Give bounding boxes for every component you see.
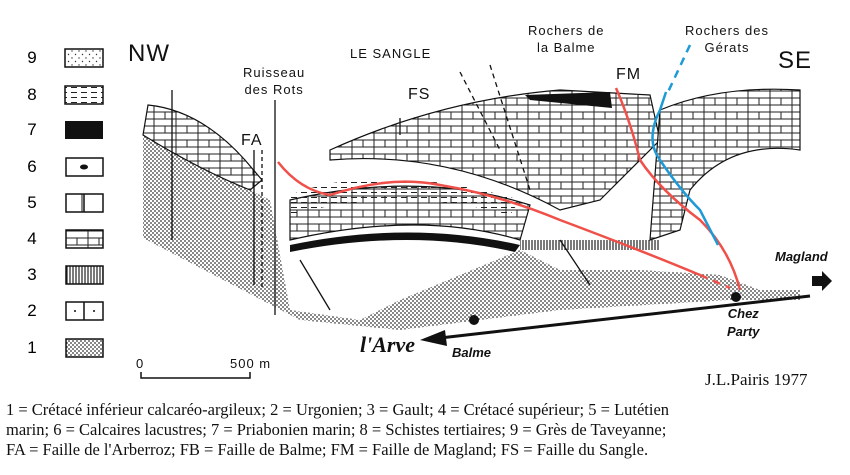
legend-swatch-4 — [65, 229, 104, 249]
se-label: SE — [778, 47, 813, 74]
fs-label: FS — [408, 86, 431, 103]
nw-label: NW — [128, 40, 170, 67]
fault-red-FS — [277, 161, 701, 277]
legend-swatch-5 — [65, 193, 104, 213]
legend-swatch-2 — [65, 301, 104, 321]
legend-number: 9 — [27, 48, 37, 67]
balme-label: Balme — [452, 345, 492, 360]
legend-number: 3 — [27, 265, 37, 284]
le-sangle-label: LE SANGLE — [350, 46, 432, 61]
faults-black — [171, 64, 591, 315]
layer-1-basement — [143, 135, 800, 330]
legend-number: 2 — [27, 301, 37, 320]
fm-label: FM — [616, 66, 642, 83]
layer-7-top — [525, 92, 612, 108]
magland-arrow-icon — [812, 271, 832, 291]
magland-label: Magland — [775, 249, 828, 264]
legend — [64, 48, 104, 358]
layer-3-strip — [520, 240, 660, 250]
caption-line: 1 = Crétacé inférieur calcaréo-argileux;… — [6, 400, 670, 419]
fa-label: FA — [241, 132, 263, 149]
legend-swatch-1 — [65, 338, 104, 358]
legend-number: 7 — [27, 120, 37, 139]
legend-swatch-9 — [64, 48, 104, 68]
fault-red-dashed — [699, 273, 731, 290]
fault-blue — [651, 91, 720, 246]
legend-swatch-3 — [65, 265, 104, 285]
layer-4-se — [649, 88, 801, 241]
arve-arrow — [420, 271, 832, 346]
fault-blue-dashed — [666, 44, 692, 93]
legend-number: 8 — [27, 85, 37, 104]
legend-swatch-8 — [64, 85, 104, 105]
arve-label: l'Arve — [360, 332, 415, 357]
layer-8-schists — [290, 178, 520, 215]
legend-swatch-7 — [65, 121, 103, 139]
layer-7-band — [290, 232, 520, 252]
legend-number: 1 — [27, 338, 37, 357]
fault-red-FM — [614, 87, 742, 291]
author-credit: J.L.Pairis 1977 — [705, 370, 808, 389]
caption-line: marin; 6 = Calcaires lacustres; 7 = Pria… — [6, 420, 667, 439]
layer-4-upper — [329, 89, 661, 211]
legend-number: 4 — [27, 229, 37, 248]
scale-bar — [140, 372, 251, 379]
scale-zero: 0 — [136, 356, 145, 371]
legend-number: 6 — [27, 157, 37, 176]
legend-number: 5 — [27, 193, 37, 212]
caption-line: FA = Faille de l'Arberroz; FB = Faille d… — [6, 440, 649, 459]
scale-end: 500 m — [230, 356, 272, 371]
